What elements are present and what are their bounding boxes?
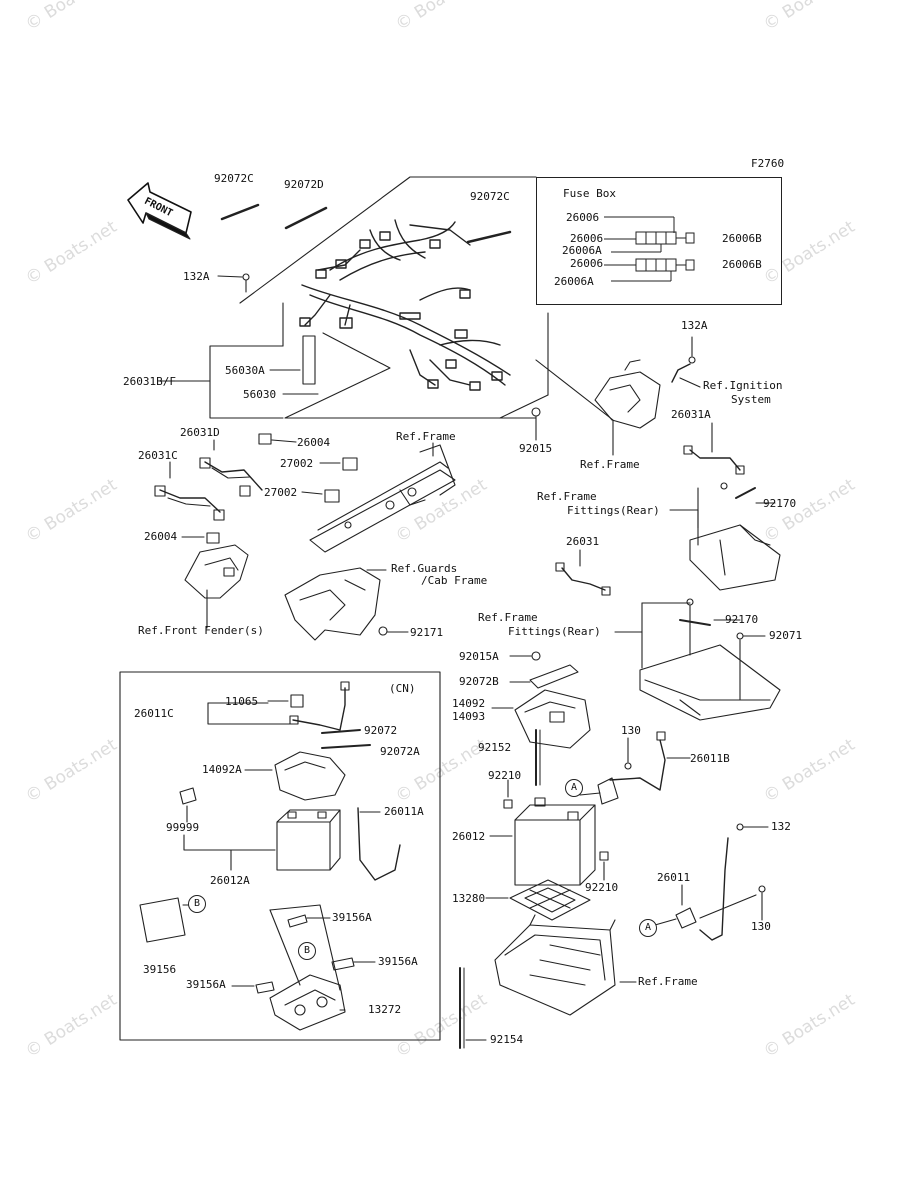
part-label: 92210 bbox=[488, 769, 522, 782]
part-label: 26011B bbox=[690, 752, 730, 765]
part-label: 92072C bbox=[470, 190, 510, 203]
wiring-harness bbox=[299, 219, 511, 391]
part-label: 26006 bbox=[570, 257, 604, 270]
part-label: Ref.Frame bbox=[537, 490, 597, 503]
part-label: 92015A bbox=[459, 650, 499, 663]
part-label: 92015 bbox=[519, 442, 553, 455]
callout-a: A bbox=[565, 779, 583, 797]
part-label: 92170 bbox=[725, 613, 759, 626]
part-label: 26006B bbox=[722, 232, 762, 245]
part-label: Fittings(Rear) bbox=[567, 504, 660, 517]
part-label: 92072A bbox=[380, 745, 420, 758]
part-label: 132A bbox=[183, 270, 210, 283]
part-label: 26004 bbox=[297, 436, 331, 449]
part-label: 11065 bbox=[225, 695, 259, 708]
part-label: 14092A bbox=[202, 763, 242, 776]
part-label: 132A bbox=[681, 319, 708, 332]
part-label: 26031A bbox=[671, 408, 711, 421]
callout-b: B bbox=[188, 895, 206, 913]
callout-a: A bbox=[639, 919, 657, 937]
part-label: Ref.Frame bbox=[478, 611, 538, 624]
part-label: 92072D bbox=[284, 178, 324, 191]
part-label: 56030 bbox=[243, 388, 277, 401]
part-label: 39156 bbox=[143, 963, 177, 976]
part-label: 27002 bbox=[280, 457, 314, 470]
part-label: Ref.Frame bbox=[580, 458, 640, 471]
front-fender-part bbox=[184, 544, 249, 599]
part-label: /Cab Frame bbox=[421, 574, 488, 587]
part-label: 92210 bbox=[585, 881, 619, 894]
part-label: 26006B bbox=[722, 258, 762, 271]
part-label: 92154 bbox=[490, 1033, 524, 1046]
part-label: 26012 bbox=[452, 830, 486, 843]
part-label: 39156A bbox=[186, 978, 226, 991]
cn-label: (CN) bbox=[389, 682, 416, 695]
part-label: 92171 bbox=[410, 626, 444, 639]
part-label: 26011 bbox=[657, 871, 691, 884]
part-label: 92072 bbox=[364, 724, 398, 737]
right-frame-bracket bbox=[594, 359, 661, 429]
part-label: 92072B bbox=[459, 675, 499, 688]
battery-frame bbox=[494, 914, 616, 1016]
part-label: 26031 bbox=[566, 535, 600, 548]
part-label: 92071 bbox=[769, 629, 803, 642]
part-label: 26031D bbox=[180, 426, 220, 439]
part-label: Fittings(Rear) bbox=[508, 625, 601, 638]
part-label: 56030A bbox=[225, 364, 265, 377]
part-label: 26004 bbox=[144, 530, 178, 543]
frame-member bbox=[309, 442, 456, 553]
part-label: 92072C bbox=[214, 172, 254, 185]
part-label: 39156A bbox=[378, 955, 418, 968]
part-label: 14092 bbox=[452, 697, 486, 710]
part-label: Ref.Frame bbox=[638, 975, 698, 988]
fuse-box-icon bbox=[604, 216, 695, 282]
rear-fitting-upper bbox=[689, 524, 781, 591]
part-label: 130 bbox=[621, 724, 641, 737]
part-label: 26006 bbox=[570, 232, 604, 245]
part-label: 39156A bbox=[332, 911, 372, 924]
part-label: Ref.Ignition bbox=[703, 379, 783, 392]
part-label: 99999 bbox=[166, 821, 200, 834]
callout-b: B bbox=[298, 942, 316, 960]
fuse-box-title: Fuse Box bbox=[563, 187, 616, 200]
rear-fitting-lower bbox=[639, 639, 781, 721]
part-label: 26011A bbox=[384, 805, 424, 818]
part-label: Ref.Frame bbox=[396, 430, 456, 443]
part-label: 92170 bbox=[763, 497, 797, 510]
part-label: 26011C bbox=[134, 707, 174, 720]
diagram-code: F2760 bbox=[751, 157, 785, 170]
guard-part bbox=[284, 567, 381, 641]
part-label: 130 bbox=[751, 920, 771, 933]
part-label: 26031C bbox=[138, 449, 178, 462]
part-label: Ref.Front Fender(s) bbox=[138, 624, 264, 637]
part-label: 26031B/F bbox=[123, 375, 176, 388]
part-label: Ref.Guards bbox=[391, 562, 458, 575]
part-label: 14093 bbox=[452, 710, 486, 723]
part-label: 26006 bbox=[566, 211, 600, 224]
part-label: 26006A bbox=[554, 275, 594, 288]
fuse-box-panel bbox=[536, 177, 782, 305]
part-label: 26006A bbox=[562, 244, 602, 257]
front-arrow-icon bbox=[127, 182, 192, 240]
part-label: 27002 bbox=[264, 486, 298, 499]
part-label: 132 bbox=[771, 820, 791, 833]
part-label: 13280 bbox=[452, 892, 486, 905]
part-label: 13272 bbox=[368, 1003, 402, 1016]
part-label: System bbox=[731, 393, 771, 406]
part-label: 92152 bbox=[478, 741, 512, 754]
part-label: 26012A bbox=[210, 874, 250, 887]
